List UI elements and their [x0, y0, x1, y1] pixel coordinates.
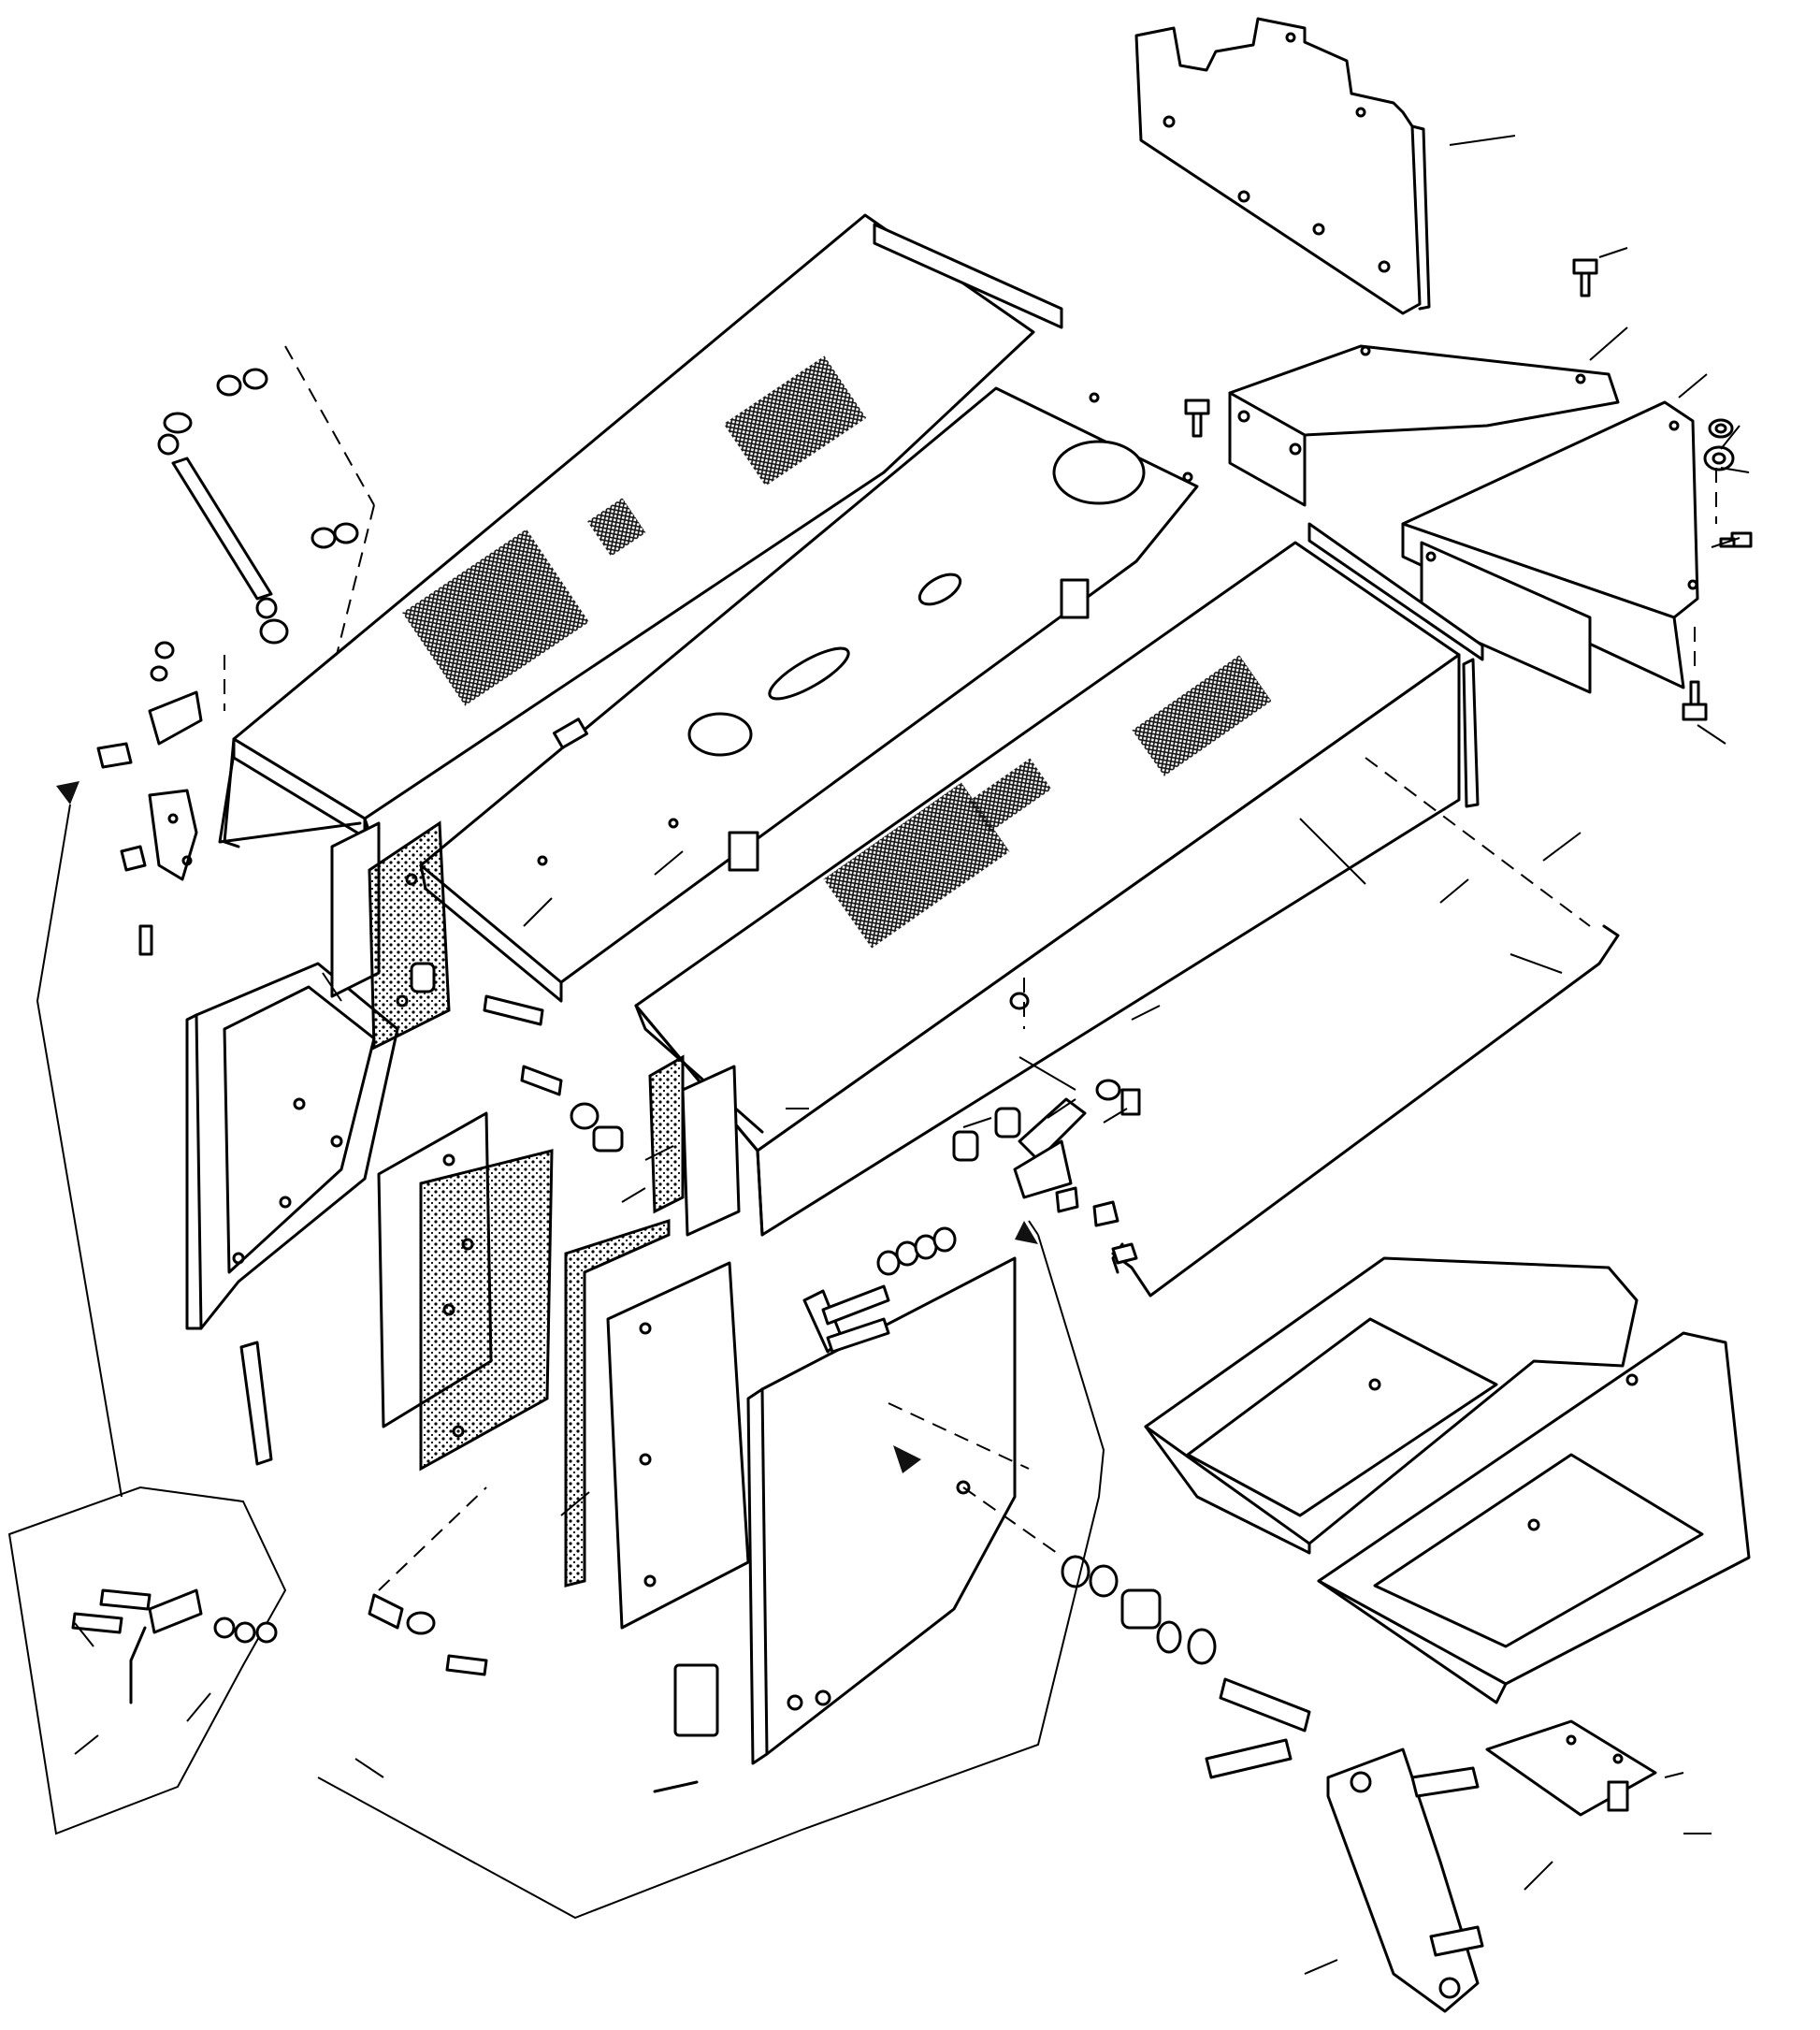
leader-line	[1664, 1772, 1684, 1778]
leader-line	[1449, 135, 1516, 146]
nut-washer-set-top-left	[163, 368, 359, 645]
front-panel-center	[564, 1218, 750, 1630]
bolt-spacer-center	[368, 994, 1021, 1676]
leader-line	[654, 850, 684, 876]
mount-plate-bottom	[1485, 1719, 1657, 1817]
angle-bracket-upper	[1228, 344, 1620, 507]
t-handle-latch	[802, 1226, 957, 1354]
leader-line	[1018, 1056, 1076, 1091]
cam-latch	[1326, 1747, 1484, 2013]
leader-line	[1047, 1098, 1076, 1119]
leader-line	[1439, 878, 1469, 904]
rear-panel-left	[330, 820, 451, 1051]
leader-line	[186, 1692, 211, 1722]
lock-rod	[1111, 757, 1620, 1298]
bolt-set-right	[1184, 258, 1753, 721]
small-panel-pair	[648, 1054, 741, 1237]
leader-line	[1131, 1005, 1161, 1021]
leader-line	[1720, 425, 1741, 450]
leader-line	[1711, 537, 1741, 548]
gas-strut	[157, 345, 375, 656]
rear-panel-tall	[377, 1111, 554, 1472]
leader-line	[962, 1117, 992, 1128]
leader-line	[1299, 818, 1366, 885]
latch-assembly-right	[1009, 978, 1141, 1227]
leader-line	[1589, 326, 1628, 361]
leader-line	[1598, 247, 1628, 258]
belt-guard-plate	[1134, 17, 1431, 315]
leader-line	[621, 1187, 646, 1203]
leader-line	[1509, 953, 1563, 974]
latch-assembly-left	[96, 641, 225, 956]
door-hinge-bottom	[653, 1663, 719, 1793]
leader-line	[1697, 724, 1726, 745]
mesh-cover-main	[634, 541, 1461, 1237]
leader-line	[644, 1145, 674, 1161]
leader-line	[74, 1734, 99, 1755]
angle-bracket-lower	[1401, 400, 1699, 694]
base-plate-lower	[1317, 1331, 1751, 1704]
center-top-plate	[419, 386, 1199, 1003]
leader-line	[1524, 1861, 1553, 1891]
leader-line	[523, 897, 553, 927]
door-front	[746, 1256, 1058, 1765]
leader-line	[560, 1491, 590, 1516]
leader-line	[1542, 832, 1582, 862]
leader-line	[1304, 1959, 1338, 1975]
lock-handle-right	[1061, 1555, 1311, 1779]
side-frame-left	[185, 962, 399, 1466]
leader-line	[1678, 373, 1708, 399]
base-plate-upper	[1144, 1256, 1639, 1555]
leader-line	[1103, 1108, 1128, 1124]
leader-line	[354, 1758, 384, 1778]
leader-line	[1720, 467, 1750, 473]
inset-latch-parts	[71, 1588, 278, 1704]
leader-lines	[74, 135, 1750, 1975]
leader-line	[322, 972, 342, 1002]
hinge-top	[553, 578, 1090, 872]
seal-strip-top	[873, 223, 1484, 808]
leader-line	[74, 1622, 94, 1647]
